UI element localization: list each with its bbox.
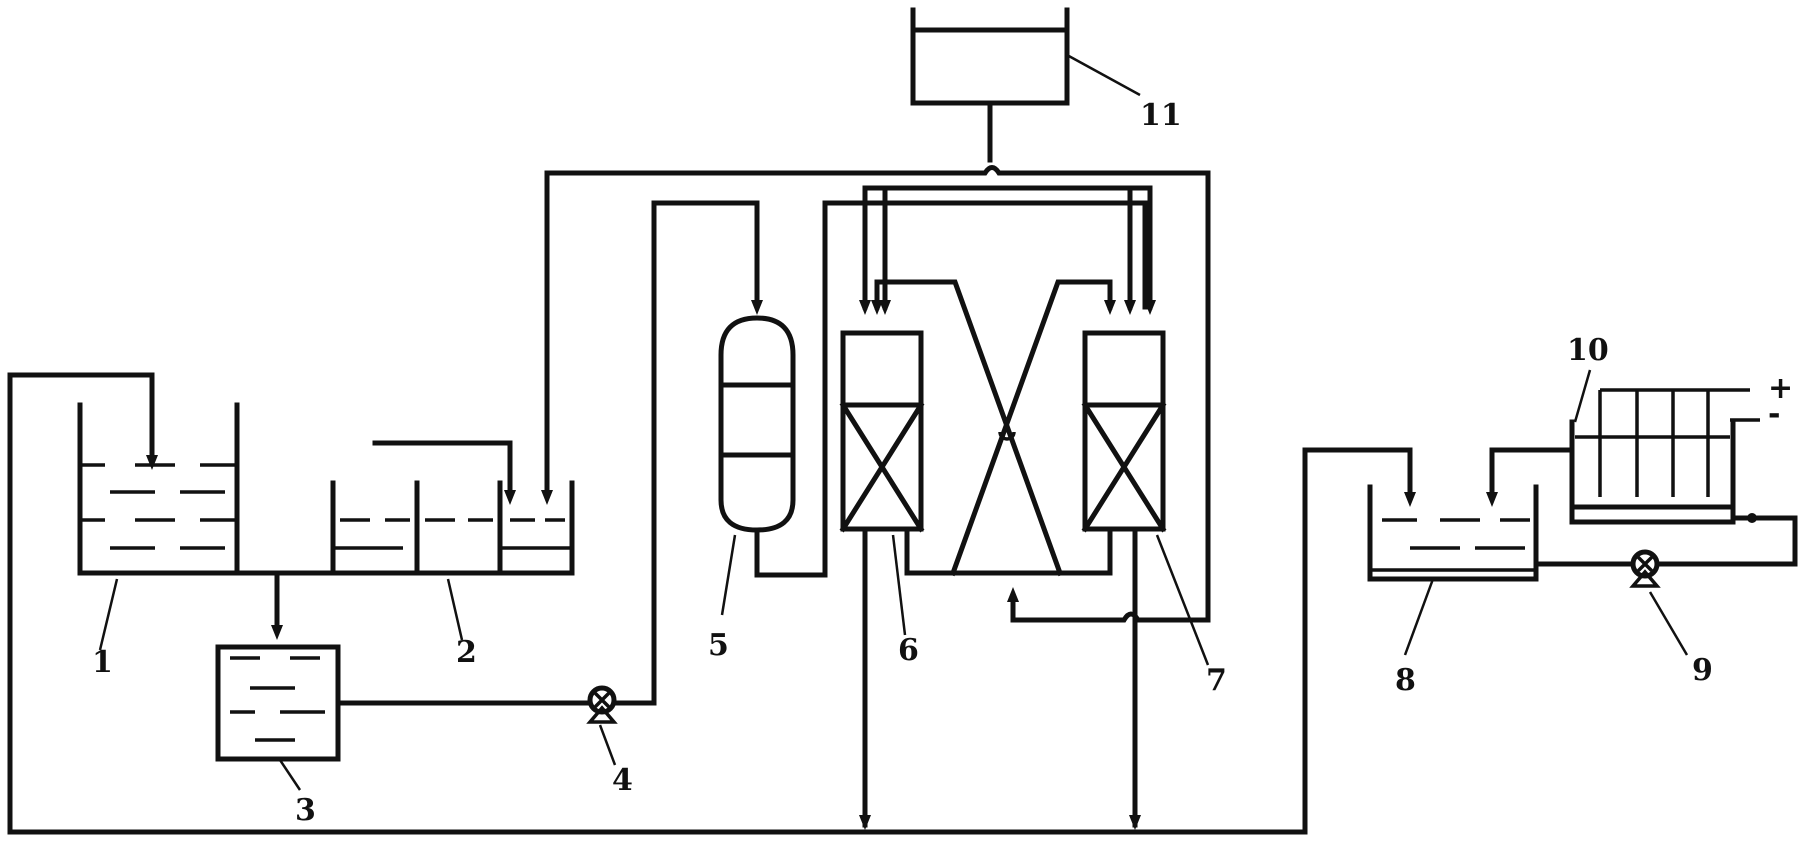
plus-terminal: +: [1768, 371, 1793, 406]
leader-lines: [98, 53, 1689, 791]
label-7: 7: [1206, 663, 1227, 698]
piping: [7, 100, 1798, 835]
pump-9: [1629, 549, 1661, 588]
label-3: 3: [295, 793, 316, 828]
label-8: 8: [1395, 663, 1416, 698]
label-11: 11: [1140, 98, 1182, 133]
cross-connection: [874, 279, 1113, 577]
label-10: 10: [1567, 333, 1609, 368]
pump-4: [586, 685, 618, 724]
component-labels: 1 2 3 4 5 6 7 8 9 10 11: [92, 98, 1713, 828]
tank-8: [1367, 484, 1539, 582]
tank-2: [234, 480, 575, 576]
minus-terminal: -: [1768, 397, 1780, 432]
label-2: 2: [456, 635, 477, 670]
label-5: 5: [708, 628, 729, 663]
tank-11: [910, 7, 1070, 106]
label-6: 6: [898, 633, 919, 668]
label-9: 9: [1692, 653, 1713, 688]
tank-1: [77, 402, 240, 576]
flow-arrows: [146, 300, 1757, 830]
label-1: 1: [92, 645, 113, 680]
tank-3: [215, 644, 341, 762]
label-4: 4: [612, 763, 633, 798]
cell-10: + -: [1569, 371, 1793, 525]
column-7: [1081, 330, 1167, 533]
vessel-5: [718, 315, 796, 533]
column-6: [839, 330, 925, 533]
